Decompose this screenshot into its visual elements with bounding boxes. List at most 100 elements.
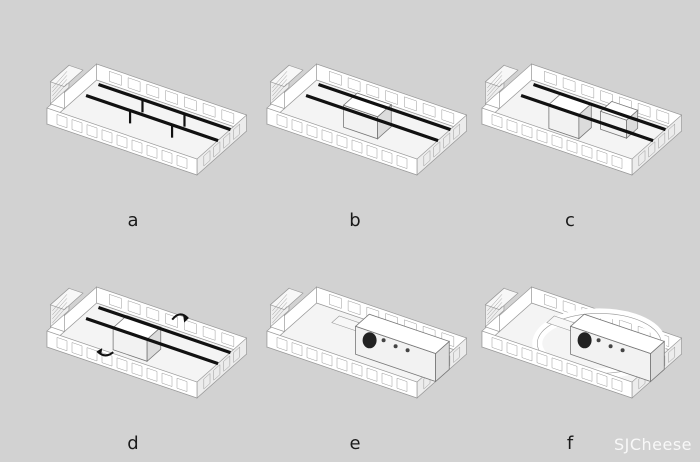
rear-window (221, 332, 235, 348)
steel-beam (97, 82, 231, 132)
diagram-panel-d: d (25, 255, 248, 455)
panel-label-a: a (127, 210, 139, 231)
front-window (581, 144, 593, 159)
panel-label-d: d (127, 433, 139, 454)
front-window (551, 357, 563, 372)
panel-label-f: f (566, 433, 574, 454)
tube-window (596, 338, 601, 343)
front-window (56, 114, 68, 129)
stair-step (272, 302, 288, 320)
front-window (536, 129, 548, 144)
stair-step (52, 302, 68, 320)
rear-window (127, 300, 141, 316)
rear-window (600, 90, 613, 105)
side-window (233, 123, 241, 141)
front-window (291, 342, 303, 357)
side-window (233, 346, 241, 364)
side-window (648, 141, 656, 158)
stair-step (52, 71, 68, 89)
rear-window (544, 70, 557, 86)
rear-window (109, 293, 122, 309)
front-window (491, 114, 503, 129)
tube-window (608, 344, 613, 349)
front-window (101, 129, 113, 144)
stair-step (52, 79, 68, 97)
rear-window (146, 83, 160, 99)
front-window (116, 134, 128, 149)
rear-window (165, 313, 178, 328)
stair-step (272, 79, 288, 97)
axonometric-building-b (266, 63, 468, 176)
side-window (668, 123, 676, 141)
tube-opening (577, 332, 592, 349)
side-window (203, 149, 211, 167)
side-window (453, 123, 461, 141)
front-window (306, 124, 318, 139)
front-window (161, 149, 173, 164)
front-window (276, 337, 288, 352)
front-window (86, 124, 98, 139)
rotation-arrowhead (97, 348, 103, 356)
front-window (521, 347, 533, 362)
rotation-arrow (171, 313, 189, 321)
watermark: SJCheese (613, 435, 692, 454)
rear-window (581, 83, 595, 99)
front-window (56, 337, 68, 352)
rear-window (146, 306, 160, 322)
front-window (581, 367, 593, 382)
side-window (223, 132, 231, 149)
steel-beam (85, 316, 219, 366)
front-window (521, 124, 533, 139)
rear-window (184, 96, 197, 112)
front-window (596, 372, 608, 387)
front-window (366, 367, 378, 382)
rear-window (441, 109, 455, 125)
side-window (213, 141, 221, 158)
stair-step (487, 302, 503, 320)
diagram-panel-a: a (25, 32, 248, 232)
front-window (396, 154, 408, 169)
front-window (351, 362, 363, 377)
rotation-arrowhead (183, 315, 189, 323)
side-window (423, 149, 431, 167)
front-window (321, 129, 333, 144)
front-wall (46, 107, 198, 176)
axonometric-building-d (46, 286, 248, 399)
stair-step (272, 75, 288, 93)
front-window (551, 134, 563, 149)
rear-window (329, 70, 342, 86)
front-window (566, 362, 578, 377)
rear-window (422, 102, 436, 118)
steel-beam (97, 305, 231, 355)
front-window (536, 352, 548, 367)
front-window (146, 367, 158, 382)
front-wall (481, 107, 633, 176)
stair-step (487, 298, 503, 316)
front-wall (266, 330, 418, 399)
rear-window (184, 319, 197, 335)
steel-beam (532, 82, 666, 132)
front-window (611, 377, 623, 392)
stair-step (272, 83, 288, 101)
stair-step (487, 306, 503, 324)
front-wall (266, 107, 418, 176)
front-window (291, 119, 303, 134)
front-window (336, 357, 348, 372)
panel-label-c: c (565, 210, 575, 231)
stair-step (52, 75, 68, 93)
front-window (131, 362, 143, 377)
steel-beam (305, 93, 439, 143)
diagram-panel-f: f (460, 255, 683, 455)
diagram-panel-b: b (245, 32, 468, 232)
side-window (223, 355, 231, 372)
stair-step (272, 298, 288, 316)
rear-window (202, 102, 216, 118)
panel-label-e: e (349, 433, 361, 454)
tube-opening (362, 332, 377, 349)
rear-window (221, 109, 235, 125)
front-window (101, 352, 113, 367)
front-window (366, 144, 378, 159)
steel-beam (520, 93, 654, 143)
front-window (176, 377, 188, 392)
rear-window (165, 90, 178, 105)
